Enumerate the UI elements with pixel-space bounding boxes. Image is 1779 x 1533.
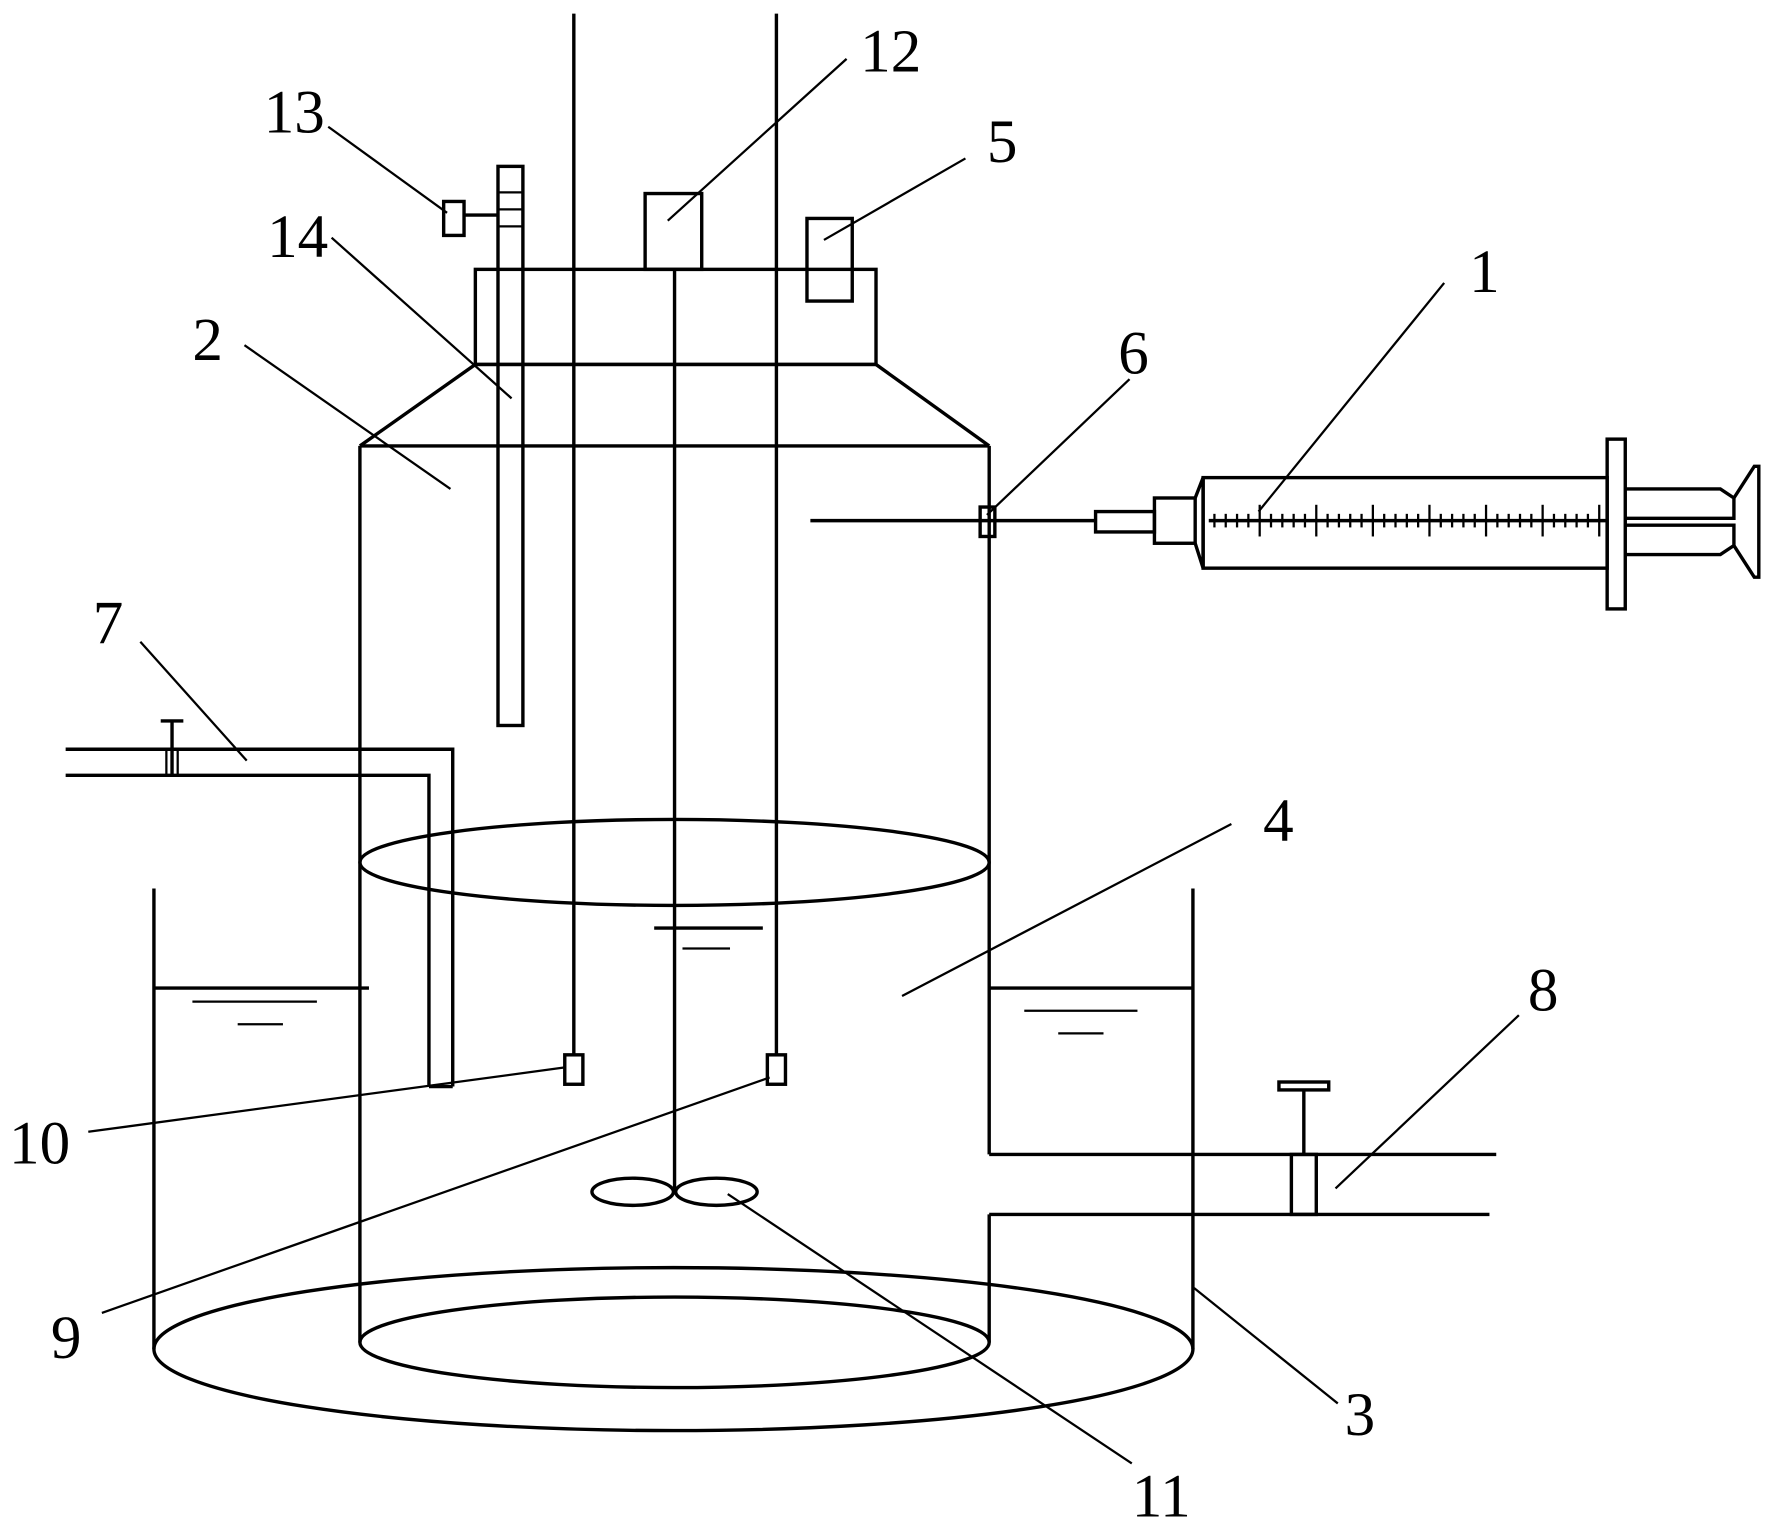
syringe — [810, 437, 1761, 611]
label-7: 7 — [93, 590, 124, 657]
label-5: 5 — [987, 109, 1018, 176]
leader-lines — [88, 58, 1520, 1465]
sampling-valve — [441, 199, 466, 238]
label-12: 12 — [860, 18, 921, 85]
label-1: 1 — [1469, 239, 1500, 306]
label-8: 8 — [1528, 958, 1559, 1025]
label-11: 11 — [1132, 1464, 1191, 1531]
septum-port — [978, 505, 997, 539]
electrodes — [563, 13, 788, 1086]
electrode-9 — [765, 1053, 788, 1086]
label-4: 4 — [1263, 788, 1294, 855]
stirrer — [590, 269, 759, 1208]
plunger-upper — [1625, 487, 1736, 521]
plunger-thumb — [1732, 464, 1761, 579]
label-3: 3 — [1345, 1382, 1376, 1449]
label-10: 10 — [9, 1110, 70, 1177]
thermometer — [441, 164, 525, 728]
stirrer-motor — [643, 191, 704, 272]
outlet-pipe — [989, 1080, 1497, 1217]
label-6: 6 — [1118, 320, 1149, 387]
label-14: 14 — [267, 204, 328, 271]
electrode-10 — [563, 1053, 585, 1086]
water-bath — [152, 888, 1195, 1433]
plunger-lower — [1625, 523, 1736, 557]
part-labels: 1 2 3 4 5 6 7 8 9 10 11 12 13 14 — [9, 18, 1558, 1530]
lid-port — [805, 216, 854, 303]
label-13: 13 — [264, 79, 325, 146]
gas-inlet-pipe — [65, 719, 455, 1089]
label-2: 2 — [192, 307, 223, 374]
syringe-flange — [1605, 437, 1627, 611]
label-9: 9 — [51, 1305, 82, 1372]
syringe-scale — [1213, 504, 1601, 537]
